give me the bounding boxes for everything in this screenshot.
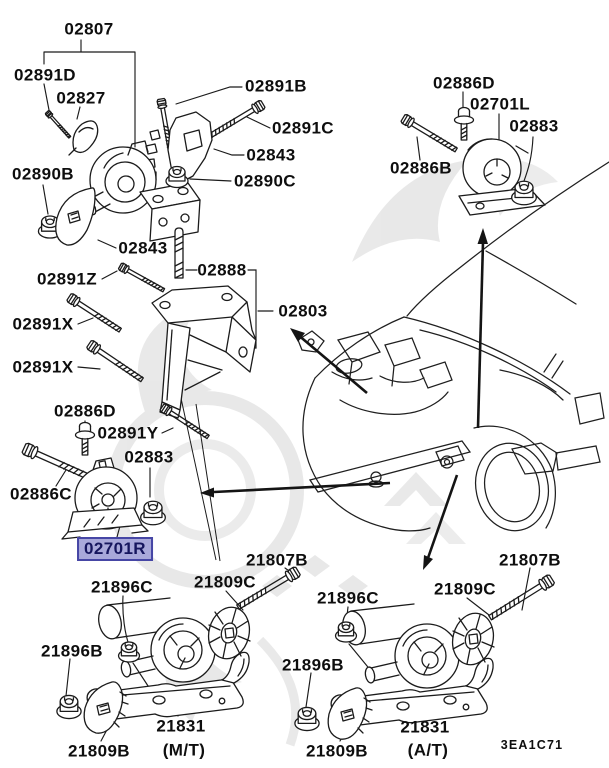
part-label-02886D-right: 02886D [433, 73, 495, 93]
diagram-code: 3EA1C71 [500, 737, 564, 752]
locator-arrows [200, 228, 488, 570]
part-label-02890B: 02890B [12, 164, 74, 184]
part-label-21809C-right: 21809C [434, 579, 496, 599]
part-label-02886B: 02886B [390, 158, 452, 178]
part-label-02886C: 02886C [10, 484, 72, 504]
front-roll-mount-02701L [399, 106, 545, 216]
part-label-02890C: 02890C [234, 171, 296, 191]
part-label-21807B-right: 21807B [499, 550, 561, 570]
part-label-02891B: 02891B [245, 76, 307, 96]
part-label-02803: 02803 [278, 301, 328, 321]
part-label-21831-at: 21831 [400, 717, 450, 737]
part-label-02891C: 02891C [272, 118, 334, 138]
part-label-02843-lower: 02843 [118, 238, 168, 258]
part-label-02888: 02888 [197, 260, 247, 280]
front-roll-mount-02701R [20, 421, 167, 540]
part-label-02843-upper: 02843 [246, 145, 296, 165]
part-label-21831-mt: 21831 [156, 716, 206, 736]
part-label-02891Y: 02891Y [97, 423, 159, 443]
part-label-02891X-upper: 02891X [12, 314, 74, 334]
engine-mount-assembly-02807 [37, 97, 267, 278]
transmission-type-at: (A/T) [407, 740, 449, 760]
part-label-02883-right: 02883 [509, 116, 559, 136]
part-label-21896B-left: 21896B [41, 641, 103, 661]
part-label-02827: 02827 [56, 88, 106, 108]
part-label-21809B-right: 21809B [306, 741, 368, 761]
part-label-02891D: 02891D [14, 65, 76, 85]
part-label-02701R-highlighted[interactable]: 02701R [77, 537, 153, 561]
part-label-02807: 02807 [64, 19, 114, 39]
transmission-type-mt: (M/T) [162, 740, 206, 760]
part-label-21896C-left: 21896C [91, 577, 153, 597]
part-label-02891Z: 02891Z [36, 269, 98, 289]
part-label-21809B-left: 21809B [68, 741, 130, 761]
engine-mount-bracket-02803 [65, 261, 256, 442]
part-label-21896B-right: 21896B [282, 655, 344, 675]
part-label-02891X-lower: 02891X [12, 357, 74, 377]
part-label-02701L: 02701L [469, 94, 531, 114]
part-label-02886D-left: 02886D [54, 401, 116, 421]
part-label-21807B-left: 21807B [246, 550, 308, 570]
part-label-21896C-right: 21896C [317, 588, 379, 608]
part-label-02883-left: 02883 [124, 447, 174, 467]
part-label-21809C-left: 21809C [194, 572, 256, 592]
